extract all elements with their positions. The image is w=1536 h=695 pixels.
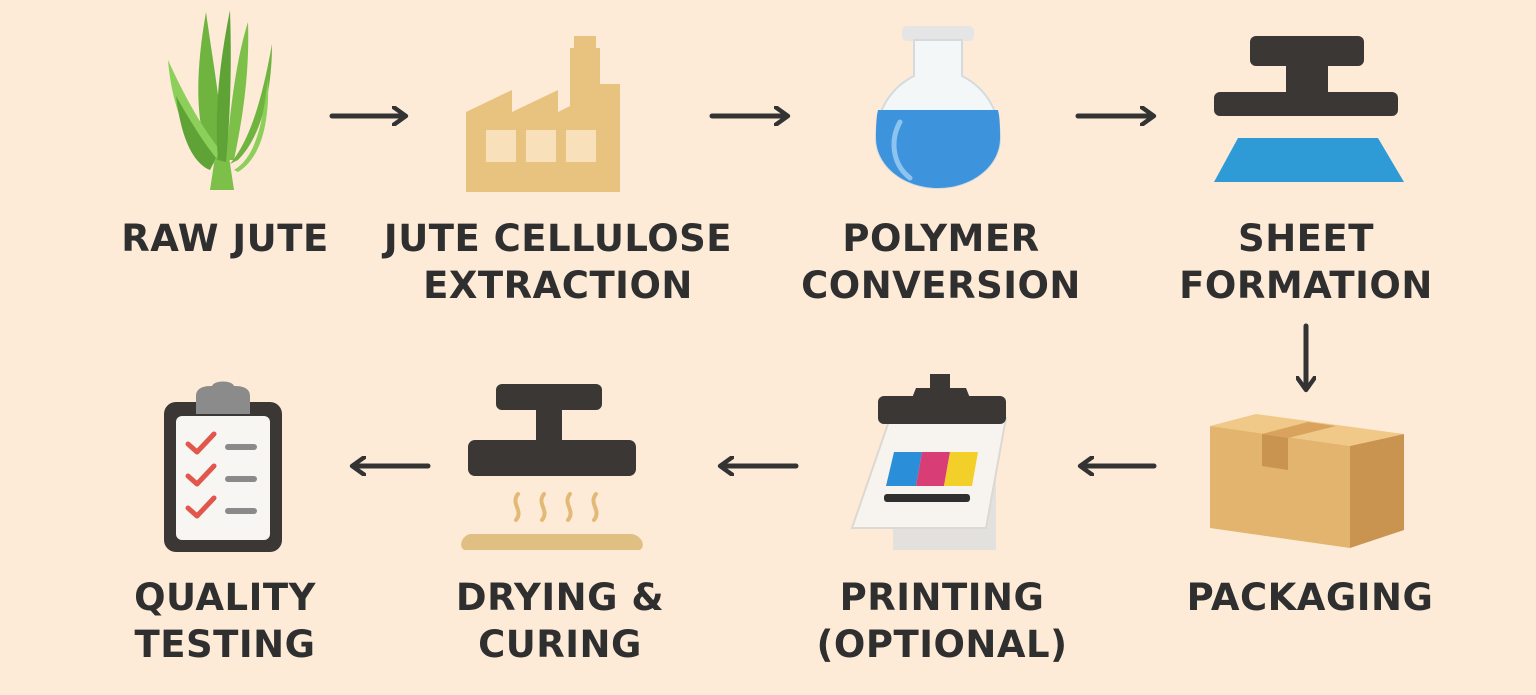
step-label-line: QUALITY xyxy=(134,576,316,619)
printer-icon xyxy=(850,374,1008,550)
step-label-line: CURING xyxy=(478,623,642,666)
step-label-line: RAW JUTE xyxy=(121,217,329,260)
step-label-polymer-conversion: POLYMER CONVERSION xyxy=(761,215,1121,309)
step-label-line: JUTE CELLULOSE xyxy=(383,217,733,260)
step-label-quality-testing: QUALITY TESTING xyxy=(45,574,405,668)
step-label-line: POLYMER xyxy=(842,217,1040,260)
press-icon xyxy=(1214,36,1404,182)
step-label-line: TESTING xyxy=(134,623,316,666)
step-label-sheet-formation: SHEET FORMATION xyxy=(1126,215,1486,309)
step-label-line: DRYING & xyxy=(455,576,665,619)
step-label-jute-cellulose-extraction: JUTE CELLULOSE EXTRACTION xyxy=(378,215,738,309)
jute-plant-icon xyxy=(168,10,272,190)
step-label-drying-curing: DRYING & CURING xyxy=(380,574,740,668)
step-label-printing-optional: PRINTING (OPTIONAL) xyxy=(762,574,1122,668)
step-label-line: PACKAGING xyxy=(1186,576,1434,619)
step-label-raw-jute: RAW JUTE xyxy=(45,215,405,262)
step-label-line: FORMATION xyxy=(1179,264,1433,307)
step-label-line: CONVERSION xyxy=(801,264,1081,307)
factory-icon xyxy=(466,36,620,192)
flask-icon xyxy=(874,26,1002,190)
step-label-line: (OPTIONAL) xyxy=(816,623,1068,666)
step-label-line: PRINTING xyxy=(839,576,1045,619)
heat-press-icon xyxy=(461,384,643,550)
checklist-clipboard-icon xyxy=(164,381,282,552)
step-label-packaging: PACKAGING xyxy=(1130,574,1490,621)
step-label-line: EXTRACTION xyxy=(423,264,693,307)
step-label-line: SHEET xyxy=(1238,217,1374,260)
cardboard-box-icon xyxy=(1210,414,1404,548)
